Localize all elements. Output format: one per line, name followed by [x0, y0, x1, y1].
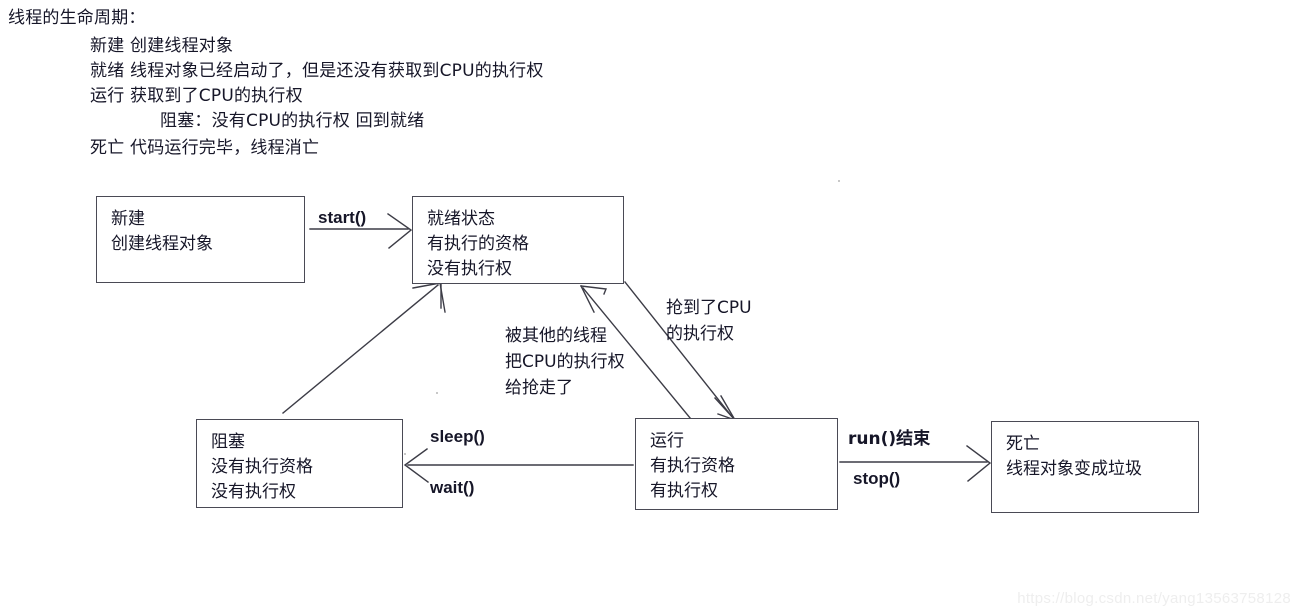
annotation-preempted: 被其他的线程 把CPU的执行权 给抢走了 [505, 323, 625, 401]
node-blocked-line-2: 没有执行资格 [211, 457, 313, 477]
node-running-line-3: 有执行权 [650, 481, 718, 501]
node-new[interactable]: 新建 创建线程对象 [96, 196, 305, 283]
edge-label-sleep: sleep() [430, 427, 485, 446]
edge-blocked-to-ready [282, 284, 439, 414]
arrowhead-blocked-to-ready [412, 282, 446, 313]
node-ready-line-1: 就绪状态 [427, 209, 495, 229]
arrowhead-running-to-dead [966, 445, 992, 482]
notes-title: 线程的生命周期： [8, 8, 146, 28]
annotation-preempted-line-2: 把CPU的执行权 [505, 352, 625, 372]
watermark: https://blog.csdn.net/yang13563758128 [1017, 590, 1291, 607]
arrowhead-running-to-blocked [403, 448, 429, 483]
edge-label-start: start() [318, 208, 367, 227]
node-running-line-1: 运行 [650, 431, 684, 451]
arrowhead-running-to-ready-b [580, 285, 595, 313]
node-blocked-line-3: 没有执行权 [211, 482, 296, 502]
arrowhead-new-to-ready [387, 213, 413, 249]
notes-line-blocked: 阻塞：没有CPU的执行权 回到就绪 [160, 111, 425, 131]
arrowhead-running-to-ready [580, 285, 607, 295]
node-new-line-1: 新建 [111, 209, 145, 229]
notes-line-new: 新建 创建线程对象 [90, 36, 234, 56]
node-ready-line-2: 有执行的资格 [427, 234, 529, 254]
arrowhead-ready-to-running [714, 395, 736, 421]
notes-line-dead: 死亡 代码运行完毕，线程消亡 [90, 138, 320, 158]
scan-speck-2 [436, 392, 438, 394]
annotation-got-cpu-line-2: 的执行权 [666, 324, 734, 344]
annotation-got-cpu-line-1: 抢到了CPU [666, 298, 752, 318]
node-ready[interactable]: 就绪状态 有执行的资格 没有执行权 [412, 196, 624, 284]
node-ready-line-3: 没有执行权 [427, 259, 512, 279]
node-blocked-line-1: 阻塞 [211, 432, 245, 452]
annotation-got-cpu: 抢到了CPU 的执行权 [666, 295, 752, 347]
node-blocked[interactable]: 阻塞 没有执行资格 没有执行权 [196, 419, 403, 508]
node-dead-line-1: 死亡 [1006, 434, 1040, 454]
edge-label-stop: stop() [853, 469, 901, 488]
edge-label-run-end: run()结束 [848, 429, 931, 449]
notes-line-ready: 就绪 线程对象已经启动了，但是还没有获取到CPU的执行权 [90, 61, 544, 81]
annotation-preempted-line-1: 被其他的线程 [505, 326, 607, 346]
node-dead[interactable]: 死亡 线程对象变成垃圾 [991, 421, 1199, 513]
node-dead-line-2: 线程对象变成垃圾 [1006, 459, 1142, 479]
annotation-preempted-line-3: 给抢走了 [505, 378, 573, 398]
scan-speck-3 [404, 453, 406, 455]
node-running-line-2: 有执行资格 [650, 456, 735, 476]
scan-speck-1 [838, 180, 840, 182]
node-running[interactable]: 运行 有执行资格 有执行权 [635, 418, 838, 510]
edge-label-wait: wait() [430, 478, 475, 497]
node-new-line-2: 创建线程对象 [111, 234, 213, 254]
notes-line-running: 运行 获取到了CPU的执行权 [90, 86, 303, 106]
